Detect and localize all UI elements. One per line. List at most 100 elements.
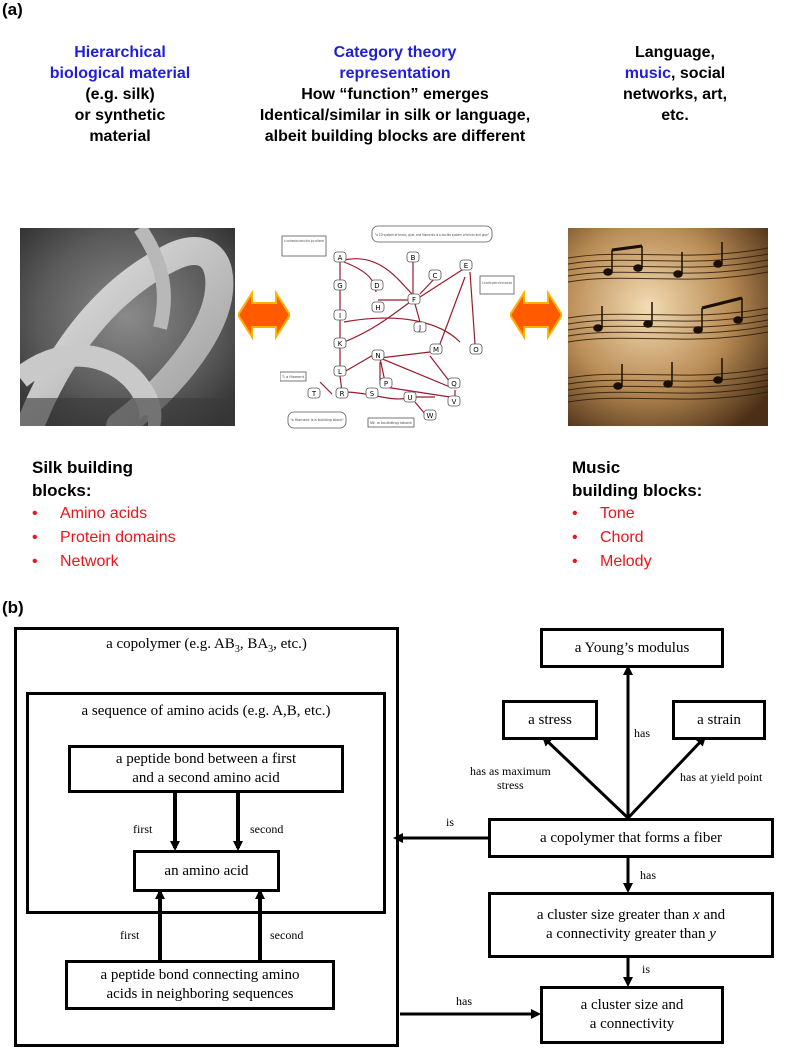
left-column-title: Hierarchical biological material (e.g. s… [20,42,220,147]
copolymer-title-end: , etc.) [273,636,307,652]
silk-blocks-list: Amino acids Protein domains Network [32,502,252,574]
graph-node-h: H [375,304,380,312]
graph-node-q: Q [451,380,457,388]
fiber-node: a copolymer that forms a fiber [488,818,774,858]
graph-node-b: B [411,254,416,262]
right-column-title: Language, music, social networks, art, e… [585,42,765,126]
silk-block-item: Amino acids [32,502,252,526]
cluster-gt-line1a: a cluster size greater than [536,907,694,923]
peptide-connect-line2: acids in neighboring sequences [106,986,294,1002]
arrow-has-max-stress [541,735,630,820]
sequence-title: a sequence of amino acids (e.g. A,B, etc… [81,703,331,719]
label-first-top: first [133,822,153,836]
cluster-gt-y: y [709,926,716,942]
graph-node-r: R [340,390,345,398]
music-block-item: Melody [572,550,772,574]
arrow-has-yield [626,735,707,820]
graph-node-c: C [433,272,438,280]
stress-node: a stress [502,700,598,740]
left-title-line1: Hierarchical [74,44,166,61]
music-block-item: Chord [572,526,772,550]
graph-node-n: N [375,352,380,360]
graph-node-v: V [452,398,457,406]
graph-note-5: "a filament is a building block" [290,418,344,422]
amino-acid-node: an amino acid [133,850,280,892]
left-title-line5: material [89,128,151,145]
panel-b-label: (b) [2,598,24,617]
graph-node-a: A [338,254,343,262]
music-block-item: Tone [572,502,772,526]
youngs-modulus-node: a Young’s modulus [540,628,724,668]
silk-block-item: Network [32,550,252,574]
cluster-line1: a cluster size and [580,997,684,1013]
bidirectional-arrow-icon-left [238,290,290,340]
music-blocks-title-line2: building blocks [572,481,697,500]
copolymer-sub1: 3 [234,644,240,655]
graph-node-g: G [337,282,342,290]
center-title-line4: Identical/similar in silk or language, [259,107,531,124]
silk-block-item: Protein domains [32,526,252,550]
graph-node-l: L [338,368,342,376]
music-building-blocks: Music building blocks: Tone Chord Melody [572,456,772,574]
graph-node-d: D [374,282,379,290]
graph-note-6: W: a building block [370,421,413,425]
graph-note-2: "a 1D system of bricks, glue, and filame… [375,233,489,237]
right-title-line4: etc. [661,107,689,124]
graph-note-3: E: a ductile system of bricks and glue [482,281,512,285]
cluster-gt-line1b: and [699,907,726,923]
graph-node-f: F [412,296,416,304]
silk-blocks-title: Silk building blocks: [32,456,252,502]
cluster-gt-x: x [693,907,700,923]
peptide-bond-line1: a peptide bond between a first [115,751,297,767]
graph-node-t: T [311,390,317,398]
label-first-bottom: first [120,928,140,942]
graph-note-4: T: a filament [281,375,305,379]
center-title-line3: How “function” emerges [301,86,489,103]
graph-node-k: K [338,340,343,348]
silk-blocks-title-line1: Silk building [32,458,134,477]
graph-note-1: A: a one-dimensional system of bricks, g… [284,239,324,243]
graph-node-u: U [407,394,412,402]
label-second-top: second [250,822,284,836]
right-title-line3: networks, art, [622,86,728,103]
copolymer-title: a copolymer (e.g. AB3, BA3, etc.) [14,636,399,655]
graph-node-i: I [339,312,341,320]
strain-node: a strain [672,700,766,740]
bidirectional-arrow-icon-right [510,290,562,340]
label-has-modulus: has [634,726,650,740]
right-title-line1: Language, [634,44,715,61]
left-title-line4: or synthetic [74,107,166,124]
cluster-node: a cluster size and a connectivity [540,986,724,1044]
panel-a-label: (a) [2,0,23,19]
cluster-threshold-node: a cluster size greater than x and a conn… [488,892,774,958]
graph-node-p: P [384,380,388,388]
category-graph: A B C D E F G H I J K L M N O P Q R S T … [280,222,515,432]
label-is-left: is [446,815,455,829]
silk-blocks-title-line2: blocks [32,481,86,500]
peptide-bond-node: a peptide bond between a first and a seco… [68,745,344,793]
silk-blocks-colon: : [85,481,92,500]
cluster-line2: a connectivity [589,1016,675,1032]
center-title-line1: Category theory [333,44,457,61]
center-title-line2: representation [339,65,451,82]
music-blocks-title-line1: Music [572,458,621,477]
right-title-line2-rest: , social [671,65,726,82]
center-title-line5: albeit building blocks are different [264,128,526,145]
cluster-gt-line2a: a connectivity greater than [546,926,710,942]
label-has-down: has [640,868,656,882]
sequence-inner-box [26,692,386,914]
music-word: music [624,65,671,82]
label-is-down: is [642,962,651,976]
music-sheet-image [568,228,768,426]
silk-building-blocks: Silk building blocks: Amino acids Protei… [32,456,252,574]
peptide-bond-line2: and a second amino acid [132,770,280,786]
music-blocks-list: Tone Chord Melody [572,502,772,574]
left-title-line2: biological material [49,65,191,82]
copolymer-outer-box [14,627,399,1047]
category-graph-svg: A B C D E F G H I J K L M N O P Q R S T … [280,225,515,429]
graph-node-m: M [433,346,439,354]
label-has-yield: has at yield point [680,770,763,784]
music-blocks-colon: : [696,481,703,500]
